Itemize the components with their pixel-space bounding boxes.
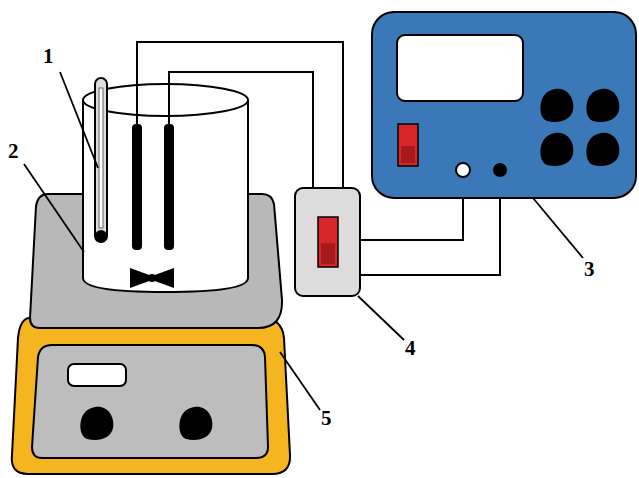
power-supply xyxy=(372,12,636,198)
leader-lines xyxy=(24,72,583,410)
callout-number: 1 xyxy=(43,46,54,67)
thermometer xyxy=(95,78,107,242)
callout-number: 5 xyxy=(321,408,332,429)
electrodes xyxy=(132,124,174,250)
callout-number: 3 xyxy=(584,259,595,280)
callout-number: 2 xyxy=(8,141,19,162)
callout-number: 4 xyxy=(405,338,416,359)
switch-box xyxy=(295,188,360,296)
